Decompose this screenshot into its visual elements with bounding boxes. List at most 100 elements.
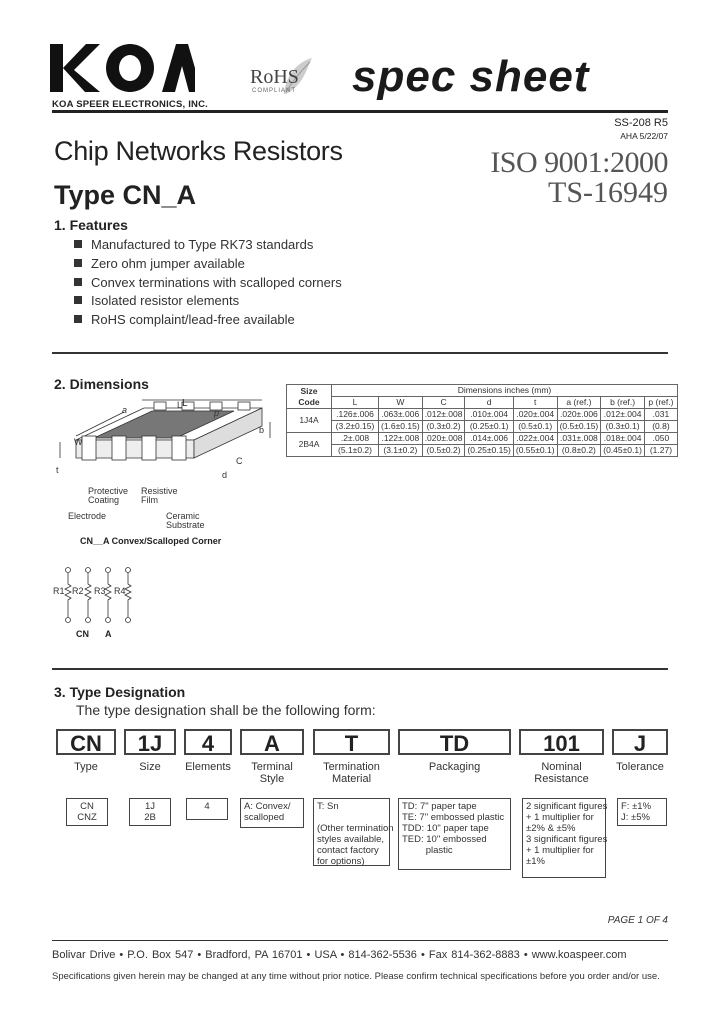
page-title: Chip Networks Resistors [54,136,343,166]
ts-cert: TS-16949 [548,176,668,209]
feature-item: Manufactured to Type RK73 standards [74,237,313,252]
col-C: C [421,396,466,409]
dimensions-heading: 2. Dimensions [54,376,149,392]
cell: (0.5±0.2) [421,444,466,457]
col-t: t [512,396,558,409]
label-L: L [177,400,183,410]
cell: (5.1±0.2) [331,444,379,457]
cell: .122±.008 [378,432,423,445]
chip-drawing: L [54,396,279,541]
cell: (0.45±0.1) [600,444,645,457]
cell: .031 [643,408,678,421]
cell: .063±.006 [378,408,423,421]
rohs-compliant: COMPLIANT [252,88,297,94]
company-name: KOA SPEER ELECTRONICS, INC. [52,99,209,110]
cell: (0.8) [643,420,678,433]
cell: .020±.006 [556,408,602,421]
col-W: W [378,396,423,409]
bullet-icon [74,315,82,323]
row-code: 2B4A [286,432,332,457]
cell: (0.5±0.15) [556,420,602,433]
col-d: d [464,396,514,409]
cell: .010±.004 [464,408,514,421]
options-elements: 4 [186,798,228,820]
code-box-resistance: 101 [519,729,604,756]
type-designation-subheading: The type designation shall be the follow… [76,702,376,718]
label-type: Type [74,761,98,773]
cell: (0.8±0.2) [556,444,602,457]
drawing-caption: CN__A Convex/Scalloped Corner [80,536,222,546]
footer-address: Bolivar Drive • P.O. Box 547 • Bradford,… [52,949,627,961]
cell: (0.3±0.2) [421,420,466,433]
feature-item: Convex terminations with scalloped corne… [74,275,342,290]
svg-text:L: L [182,398,188,409]
col-a: a (ref.) [556,396,602,409]
cell: (3.2±0.15) [331,420,379,433]
options-tolerance: F: ±1% J: ±5% [617,798,667,826]
cell: .022±.004 [512,432,558,445]
label-b: b [259,425,265,435]
label-p: p [214,408,220,418]
iso-cert: ISO 9001:2000 [490,146,668,179]
cell: (0.25±0.1) [464,420,514,433]
label-W: W [74,437,83,447]
label-C: C [236,456,243,466]
col-p: p (ref.) [643,396,678,409]
options-size: 1J 2B [129,798,171,826]
col-b: b (ref.) [600,396,645,409]
header-rule [52,110,668,113]
label-terminal-style: Terminal Style [251,761,293,785]
type-designation-heading: 3. Type Designation [54,684,186,700]
dimensions-group-header: Dimensions inches (mm) [331,384,678,397]
features-heading: 1. Features [54,217,128,233]
electrode-label: Electrode [68,511,107,521]
label-a: a [122,405,128,415]
options-terminal-style: A: Convex/ scalloped [240,798,304,828]
code-box-termination: T [313,729,390,756]
col-L: L [331,396,379,409]
protective-coating-label: Protective Coating [88,486,129,505]
circuit-caption-a: A [105,629,112,639]
circuit-r1: R1 [53,586,65,596]
label-t: t [56,465,59,475]
cell: (1.27) [643,444,678,457]
section-divider [52,668,668,670]
cell: .018±.004 [600,432,645,445]
footer-disclaimer: Specifications given herein may be chang… [52,971,660,982]
cell: .020±.004 [512,408,558,421]
bullet-icon [74,259,82,267]
rohs-mark: RoHS [250,66,299,88]
section-divider [52,352,668,354]
cell: (0.55±0.1) [512,444,558,457]
options-resistance: 2 significant figures + 1 multiplier for… [522,798,607,878]
spec-sheet-title: spec sheet [352,52,590,101]
code-box-tolerance: J [612,729,668,756]
feature-item: RoHS complaint/lead-free available [74,312,295,327]
options-termination: T: Sn (Other termination styles availabl… [313,798,394,867]
koa-logo [50,42,202,101]
circuit-diagram [58,564,138,631]
cell: (1.6±0.15) [378,420,423,433]
cell: .126±.006 [331,408,379,421]
bullet-icon [74,278,82,286]
cell: (0.3±0.1) [600,420,645,433]
circuit-r4: R4 [114,586,126,596]
cell: (0.5±0.1) [512,420,558,433]
ceramic-substrate-label: Ceramic Substrate [166,511,205,530]
bullet-icon [74,296,82,304]
bullet-icon [74,240,82,248]
size-code-header: Size Code [286,384,332,409]
cell: .012±.008 [421,408,466,421]
feature-item: Zero ohm jumper available [74,256,245,271]
cell: .2±.008 [331,432,379,445]
cell: (3.1±0.2) [378,444,423,457]
code-box-size: 1J [124,729,176,756]
label-size: Size [139,761,161,773]
label-d: d [222,470,228,480]
rohs-leaf-icon [278,56,314,101]
product-type: Type CN_A [54,180,197,210]
label-termination-material: Termination Material [323,761,380,785]
code-box-terminal: A [240,729,304,756]
cell: .050 [643,432,678,445]
cell: (0.25±0.15) [464,444,514,457]
